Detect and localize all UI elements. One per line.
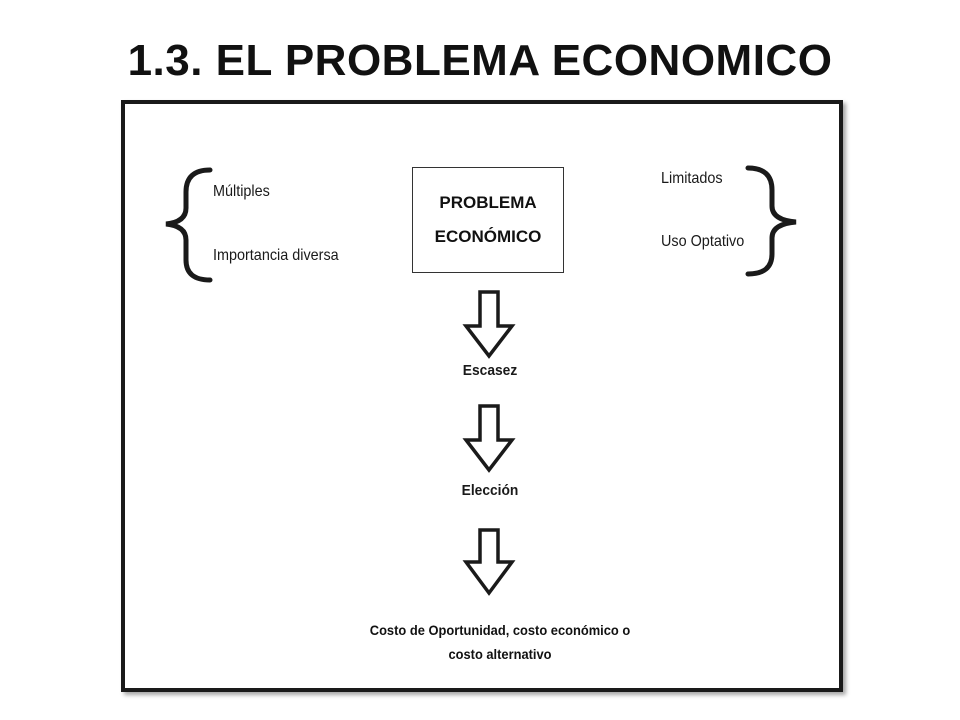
right-item-uso-optativo: Uso Optativo: [661, 233, 745, 250]
center-box-line2: ECONÓMICO: [434, 227, 542, 246]
final-line1: Costo de Oportunidad, costo económico o: [369, 622, 631, 638]
center-box-line1: PROBLEMA: [439, 193, 537, 212]
slide-title: 1.3. EL PROBLEMA ECONOMICO: [127, 36, 833, 85]
left-brace: [165, 167, 213, 283]
problema-economico-box: PROBLEMA ECONÓMICO: [412, 167, 564, 273]
down-arrow-1: [462, 290, 516, 359]
right-brace: [745, 165, 797, 277]
left-item-importancia: Importancia diversa: [213, 247, 339, 264]
step-escasez: Escasez: [462, 362, 518, 379]
step-eleccion: Elección: [461, 482, 519, 499]
final-line2: costo alternativo: [448, 646, 552, 662]
final-costo-oportunidad: Costo de Oportunidad, costo económico o …: [300, 618, 700, 666]
left-item-multiples: Múltiples: [213, 183, 270, 200]
down-arrow-2: [462, 404, 516, 473]
right-item-limitados: Limitados: [661, 170, 723, 187]
down-arrow-3: [462, 528, 516, 596]
